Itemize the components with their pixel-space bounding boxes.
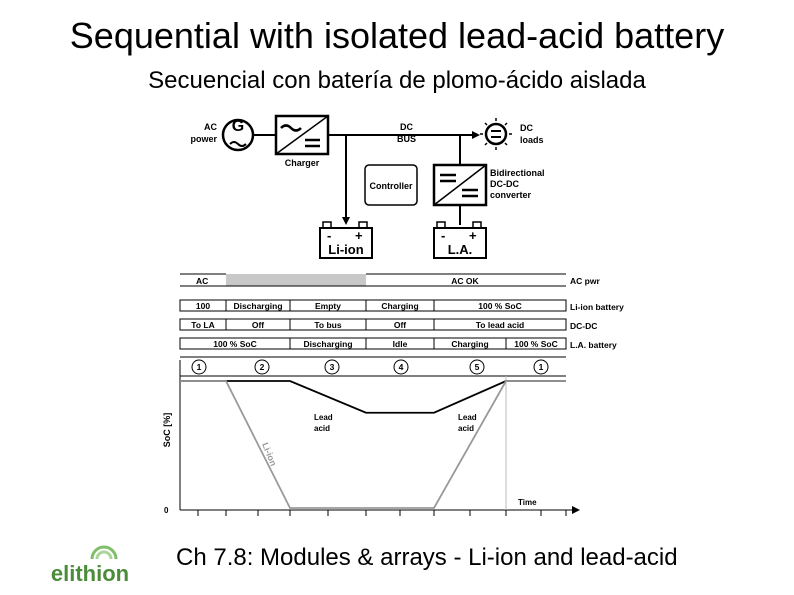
la-row-label: L.A. battery (570, 340, 617, 350)
la-cell-5: 100 % SoC (514, 339, 557, 349)
dcdc-cell-2: Off (252, 320, 264, 330)
generator-tilde-icon (229, 141, 247, 147)
phase-4: 4 (399, 362, 404, 372)
li-ion-row (179, 299, 567, 312)
li-ion-cell-2: Discharging (233, 301, 282, 311)
dc-loads-lamp-icon (484, 122, 508, 146)
schematic: AC power G Charger DC BUS (190, 114, 545, 259)
page-title: Sequential with isolated lead-acid batte… (69, 15, 725, 56)
dcdc-cell-5: To lead acid (476, 320, 525, 330)
bidirectional-label-3: converter (490, 190, 532, 200)
dcdc-cell-1: To LA (191, 320, 214, 330)
dcdc-cell-3: To bus (314, 320, 341, 330)
logo-text: elithion (51, 561, 129, 586)
logo-arc-icon (90, 545, 118, 560)
ac-row-label: AC pwr (570, 276, 600, 286)
soc-chart: SoC [%] 0 Time Li-ion Lead acid Lead aci… (162, 360, 580, 516)
li-ion-arrow-icon (342, 217, 350, 225)
li-ion-row-label: Li-ion battery (570, 302, 624, 312)
li-ion-line (180, 380, 566, 509)
x-axis-arrow-icon (572, 506, 580, 514)
la-plus: + (469, 228, 477, 243)
lead-acid-annotation-1-line1: Lead (314, 413, 333, 422)
li-ion-cell-4: Charging (381, 301, 418, 311)
li-ion-battery-icon (319, 227, 373, 259)
elithion-logo: elithion (36, 539, 144, 589)
charger-diagonal (275, 115, 329, 155)
li-ion-cell-1: 100 (196, 301, 210, 311)
phase-2: 2 (260, 362, 265, 372)
bidirectional-label-1: Bidirectional (490, 168, 545, 178)
phase-3: 3 (330, 362, 335, 372)
page-subtitle: Secuencial con batería de plomo-ácido ai… (148, 67, 646, 94)
dcdc-row (179, 318, 567, 331)
ac-row-cell-3: AC OK (451, 276, 479, 286)
lead-acid-annotation-1-line2: acid (314, 424, 330, 433)
li-ion-minus: - (327, 228, 331, 243)
lamp-rays-icon (480, 118, 512, 150)
li-ion-cell-3: Empty (315, 301, 341, 311)
bidirectional-label-2: DC-DC (490, 179, 519, 189)
charger-ac-icon (280, 124, 302, 132)
la-minus: - (441, 228, 445, 243)
dcdc-row-label: DC-DC (570, 321, 597, 331)
la-row (179, 337, 567, 350)
li-ion-plus: + (355, 228, 363, 243)
la-cell-4: Charging (451, 339, 488, 349)
charger-label: Charger (285, 158, 320, 168)
dc-loads-label-2: loads (520, 135, 544, 145)
lead-acid-line (180, 380, 566, 414)
lead-acid-annotation-2-line2: acid (458, 424, 474, 433)
y-axis-label: SoC [%] (162, 413, 172, 448)
ac-off-band (226, 274, 366, 286)
x-ticks (197, 510, 567, 516)
footer-caption: Ch 7.8: Modules & arrays - Li-ion and le… (176, 544, 678, 571)
phase-1: 1 (197, 362, 202, 372)
generator-letter: G (232, 118, 244, 135)
li-ion-cell-5: 100 % SoC (478, 301, 521, 311)
dc-bus-label-2: BUS (397, 134, 416, 144)
controller-box (364, 164, 418, 206)
x-axis-label: Time (518, 498, 537, 507)
timeline-table: AC AC OK AC pwr 100 Discharging Empty Ch… (179, 273, 624, 377)
li-ion-label: Li-ion (328, 242, 363, 257)
la-cell-1: 100 % SoC (213, 339, 256, 349)
ac-power-label-2: power (190, 134, 217, 144)
controller-label: Controller (369, 181, 412, 191)
phase-6: 1 (539, 362, 544, 372)
y-zero-label: 0 (164, 506, 169, 515)
dcdc-diagonal (433, 164, 487, 206)
dcdc-cell-4: Off (394, 320, 406, 330)
la-cell-2: Discharging (303, 339, 352, 349)
ac-row-cell-1: AC (196, 276, 208, 286)
la-label: L.A. (448, 242, 473, 257)
phase-markers (191, 359, 549, 375)
dc-bus-arrow-icon (472, 131, 480, 139)
la-cell-3: Idle (393, 339, 408, 349)
lead-acid-annotation-2-line1: Lead (458, 413, 477, 422)
phase-5: 5 (475, 362, 480, 372)
la-battery-icon (433, 227, 487, 259)
ac-power-label-1: AC (204, 122, 217, 132)
dc-loads-label-1: DC (520, 123, 533, 133)
dc-bus-label-1: DC (400, 122, 413, 132)
